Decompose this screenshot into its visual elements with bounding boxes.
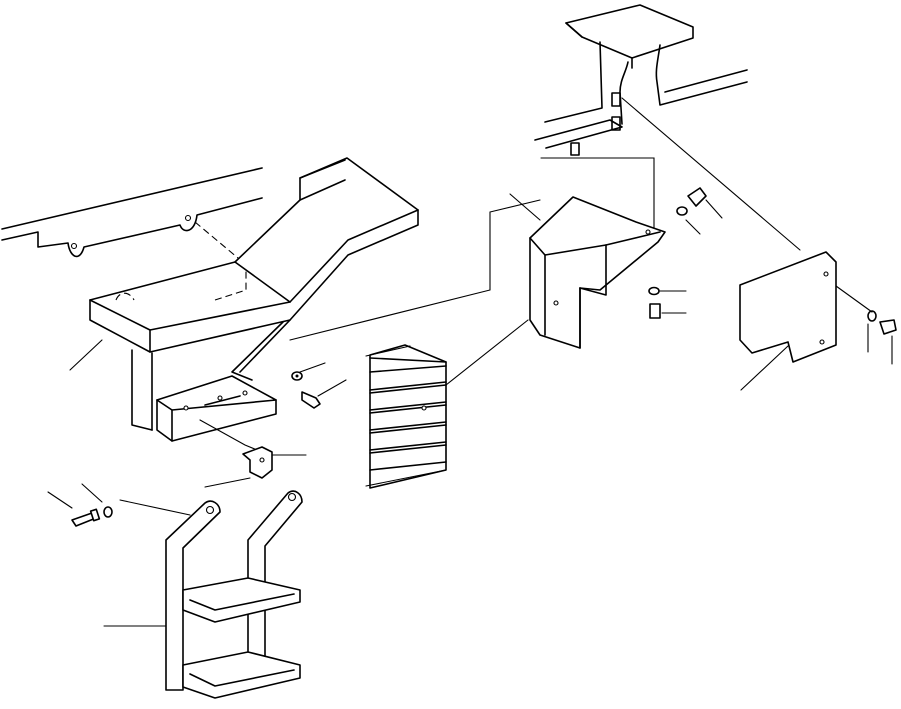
bolt-group-right <box>835 285 897 365</box>
flat-cover-plate <box>621 97 837 391</box>
step-support-bracket <box>156 375 277 453</box>
machine-frame-left <box>1 167 263 275</box>
bolt-group-center <box>291 362 347 409</box>
bolt-group-upper-right <box>648 187 723 319</box>
corner-cover <box>289 193 666 386</box>
clip-bracket <box>242 446 307 479</box>
ladder-step-frame <box>103 477 303 699</box>
louvered-panel <box>365 344 447 489</box>
step-cover <box>69 157 419 431</box>
bolt-group-left <box>47 483 113 527</box>
machine-frame-right <box>534 4 748 239</box>
